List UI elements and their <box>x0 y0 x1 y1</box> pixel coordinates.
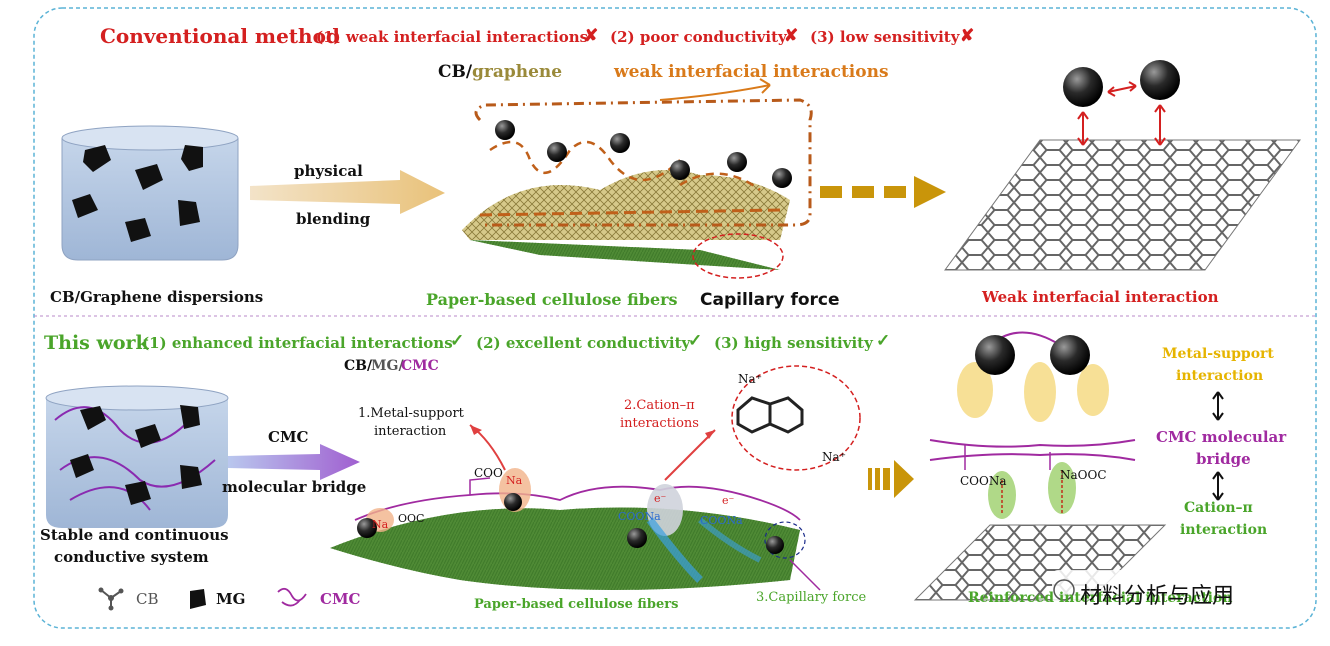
outer-frame <box>33 7 1317 629</box>
right-metal-label-2: interaction <box>1176 368 1264 384</box>
this-work-heading: This work <box>44 332 149 354</box>
coona-right-label: COONa <box>960 474 1007 488</box>
na-plus-top: Na⁺ <box>738 372 762 386</box>
right-cmc-label-2: bridge <box>1196 450 1251 468</box>
physical-blending-arrow <box>250 170 445 214</box>
cmc-molecular-bridge-arrow <box>228 444 360 480</box>
issue-3: (3) low sensitivity <box>810 28 960 46</box>
reinforced-label: Reinforced interfacial interaction <box>968 590 1233 606</box>
watermark-bg <box>1052 570 1304 610</box>
capillary-force-label: Capillary force <box>700 290 840 310</box>
gain-2: (2) excellent conductivity <box>476 334 691 352</box>
physical-label: physical <box>294 162 363 180</box>
cross-icon: ✘ <box>784 26 799 46</box>
issue-1: (1) weak interfacial interactions <box>316 28 589 46</box>
electron-label: e⁻ <box>654 492 667 505</box>
legend-mg-label: MG <box>216 590 246 608</box>
check-icon: ✓ <box>876 331 891 351</box>
graphene-label: graphene <box>472 62 563 82</box>
legend-cb-icon <box>98 587 124 611</box>
watermark-text: 材料分析与应用 <box>1080 584 1235 609</box>
capillary-force-3-label: 3.Capillary force <box>756 590 867 605</box>
check-icon: ✓ <box>688 331 703 351</box>
paper-fibers-bottom-label: Paper-based cellulose fibers <box>474 597 679 612</box>
cation-pi-label-2: interactions <box>620 416 699 431</box>
legend-cb-label: CB <box>136 590 159 608</box>
legend-cmc-label: CMC <box>320 590 361 608</box>
graphene-sheet-top <box>944 60 1301 271</box>
naooc-right-label: NaOOC <box>1060 468 1107 482</box>
right-metal-label-1: Metal-support <box>1162 346 1274 362</box>
check-icon: ✓ <box>450 331 465 351</box>
mg-label-bottom: MG/ <box>371 358 404 374</box>
dispersion-cup-bottom <box>45 385 229 528</box>
coona-label: COONa <box>618 510 661 523</box>
stable-label-1: Stable and continuous <box>40 526 229 544</box>
blending-label: blending <box>296 210 371 228</box>
ooc-label: OOC <box>398 512 425 525</box>
metal-support-label-2: interaction <box>374 424 447 439</box>
dispersions-label: CB/Graphene dispersions <box>50 288 264 306</box>
right-cation-label-1: Cation–π <box>1184 500 1253 516</box>
electron-label-2: e⁻ <box>722 494 735 507</box>
cation-pi-label-1: 2.Cation–π <box>624 398 695 413</box>
cb-particles-bottom <box>357 493 784 554</box>
right-cmc-label-1: CMC molecular <box>1156 428 1287 446</box>
cross-icon: ✘ <box>960 26 975 46</box>
metal-support-label-1: 1.Metal-support <box>358 406 464 421</box>
legend-cmc-icon <box>277 587 307 607</box>
gold-dashed-arrow <box>820 176 946 208</box>
na-label-left: Na <box>372 518 389 531</box>
coo-label: COO <box>474 466 503 480</box>
molecular-bridge-label: molecular bridge <box>222 478 367 496</box>
issue-2: (2) poor conductivity <box>610 28 787 46</box>
right-cation-label-2: interaction <box>1180 522 1268 538</box>
conventional-heading: Conventional method <box>100 24 340 48</box>
paper-mesh-top <box>462 78 813 279</box>
gain-1: (1) enhanced interfacial interactions <box>142 334 453 352</box>
cross-icon: ✘ <box>584 26 599 46</box>
na-plus-bottom: Na⁺ <box>822 450 846 464</box>
gold-arrow-bottom <box>868 460 914 498</box>
cmc-label-bottom: CMC <box>401 358 439 374</box>
cation-pi-ring <box>731 365 861 471</box>
cb-label: CB/ <box>438 62 473 82</box>
coona-label-2: COONa <box>700 514 743 527</box>
legend-mg-icon <box>190 589 206 609</box>
stable-label-2: conductive system <box>54 548 209 566</box>
cb-label-bottom: CB/ <box>344 358 373 374</box>
cb-particles-top <box>495 120 792 188</box>
weak-interactions-label: weak interfacial interactions <box>614 62 889 82</box>
gain-3: (3) high sensitivity <box>714 334 873 352</box>
paper-fibers-top-label: Paper-based cellulose fibers <box>426 290 678 309</box>
na-label: Na <box>506 474 523 487</box>
cmc-arrow-label: CMC <box>268 428 309 446</box>
dispersion-cup-top <box>61 125 239 261</box>
paper-mesh-bottom <box>330 424 821 591</box>
wechat-icon <box>1053 579 1075 601</box>
weak-result-label: Weak interfacial interaction <box>982 288 1219 306</box>
